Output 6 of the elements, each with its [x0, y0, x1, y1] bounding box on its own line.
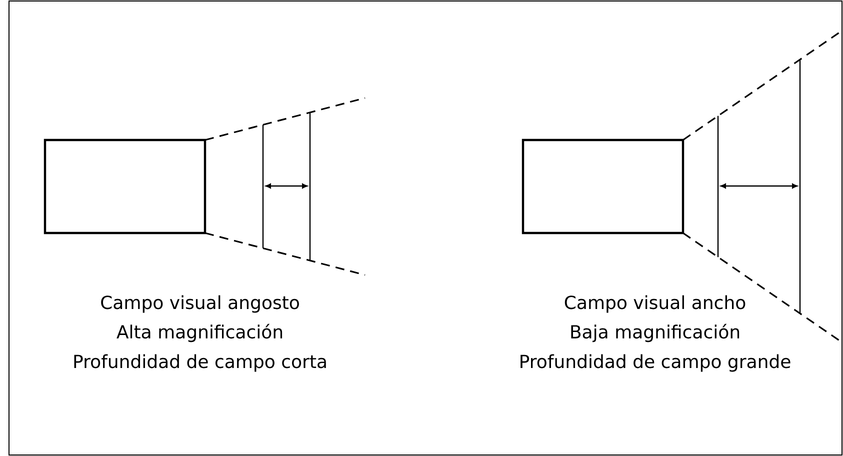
caption-text: Campo visual angosto [101, 295, 299, 313]
caption-text: Alta magnificación [116, 324, 282, 342]
caption-text: Profundidad de campo grande [520, 354, 790, 372]
caption-text: Campo visual ancho [564, 295, 746, 313]
caption-text: Profundidad de campo corta [74, 354, 326, 372]
caption-text: Baja magnificación [571, 324, 740, 342]
